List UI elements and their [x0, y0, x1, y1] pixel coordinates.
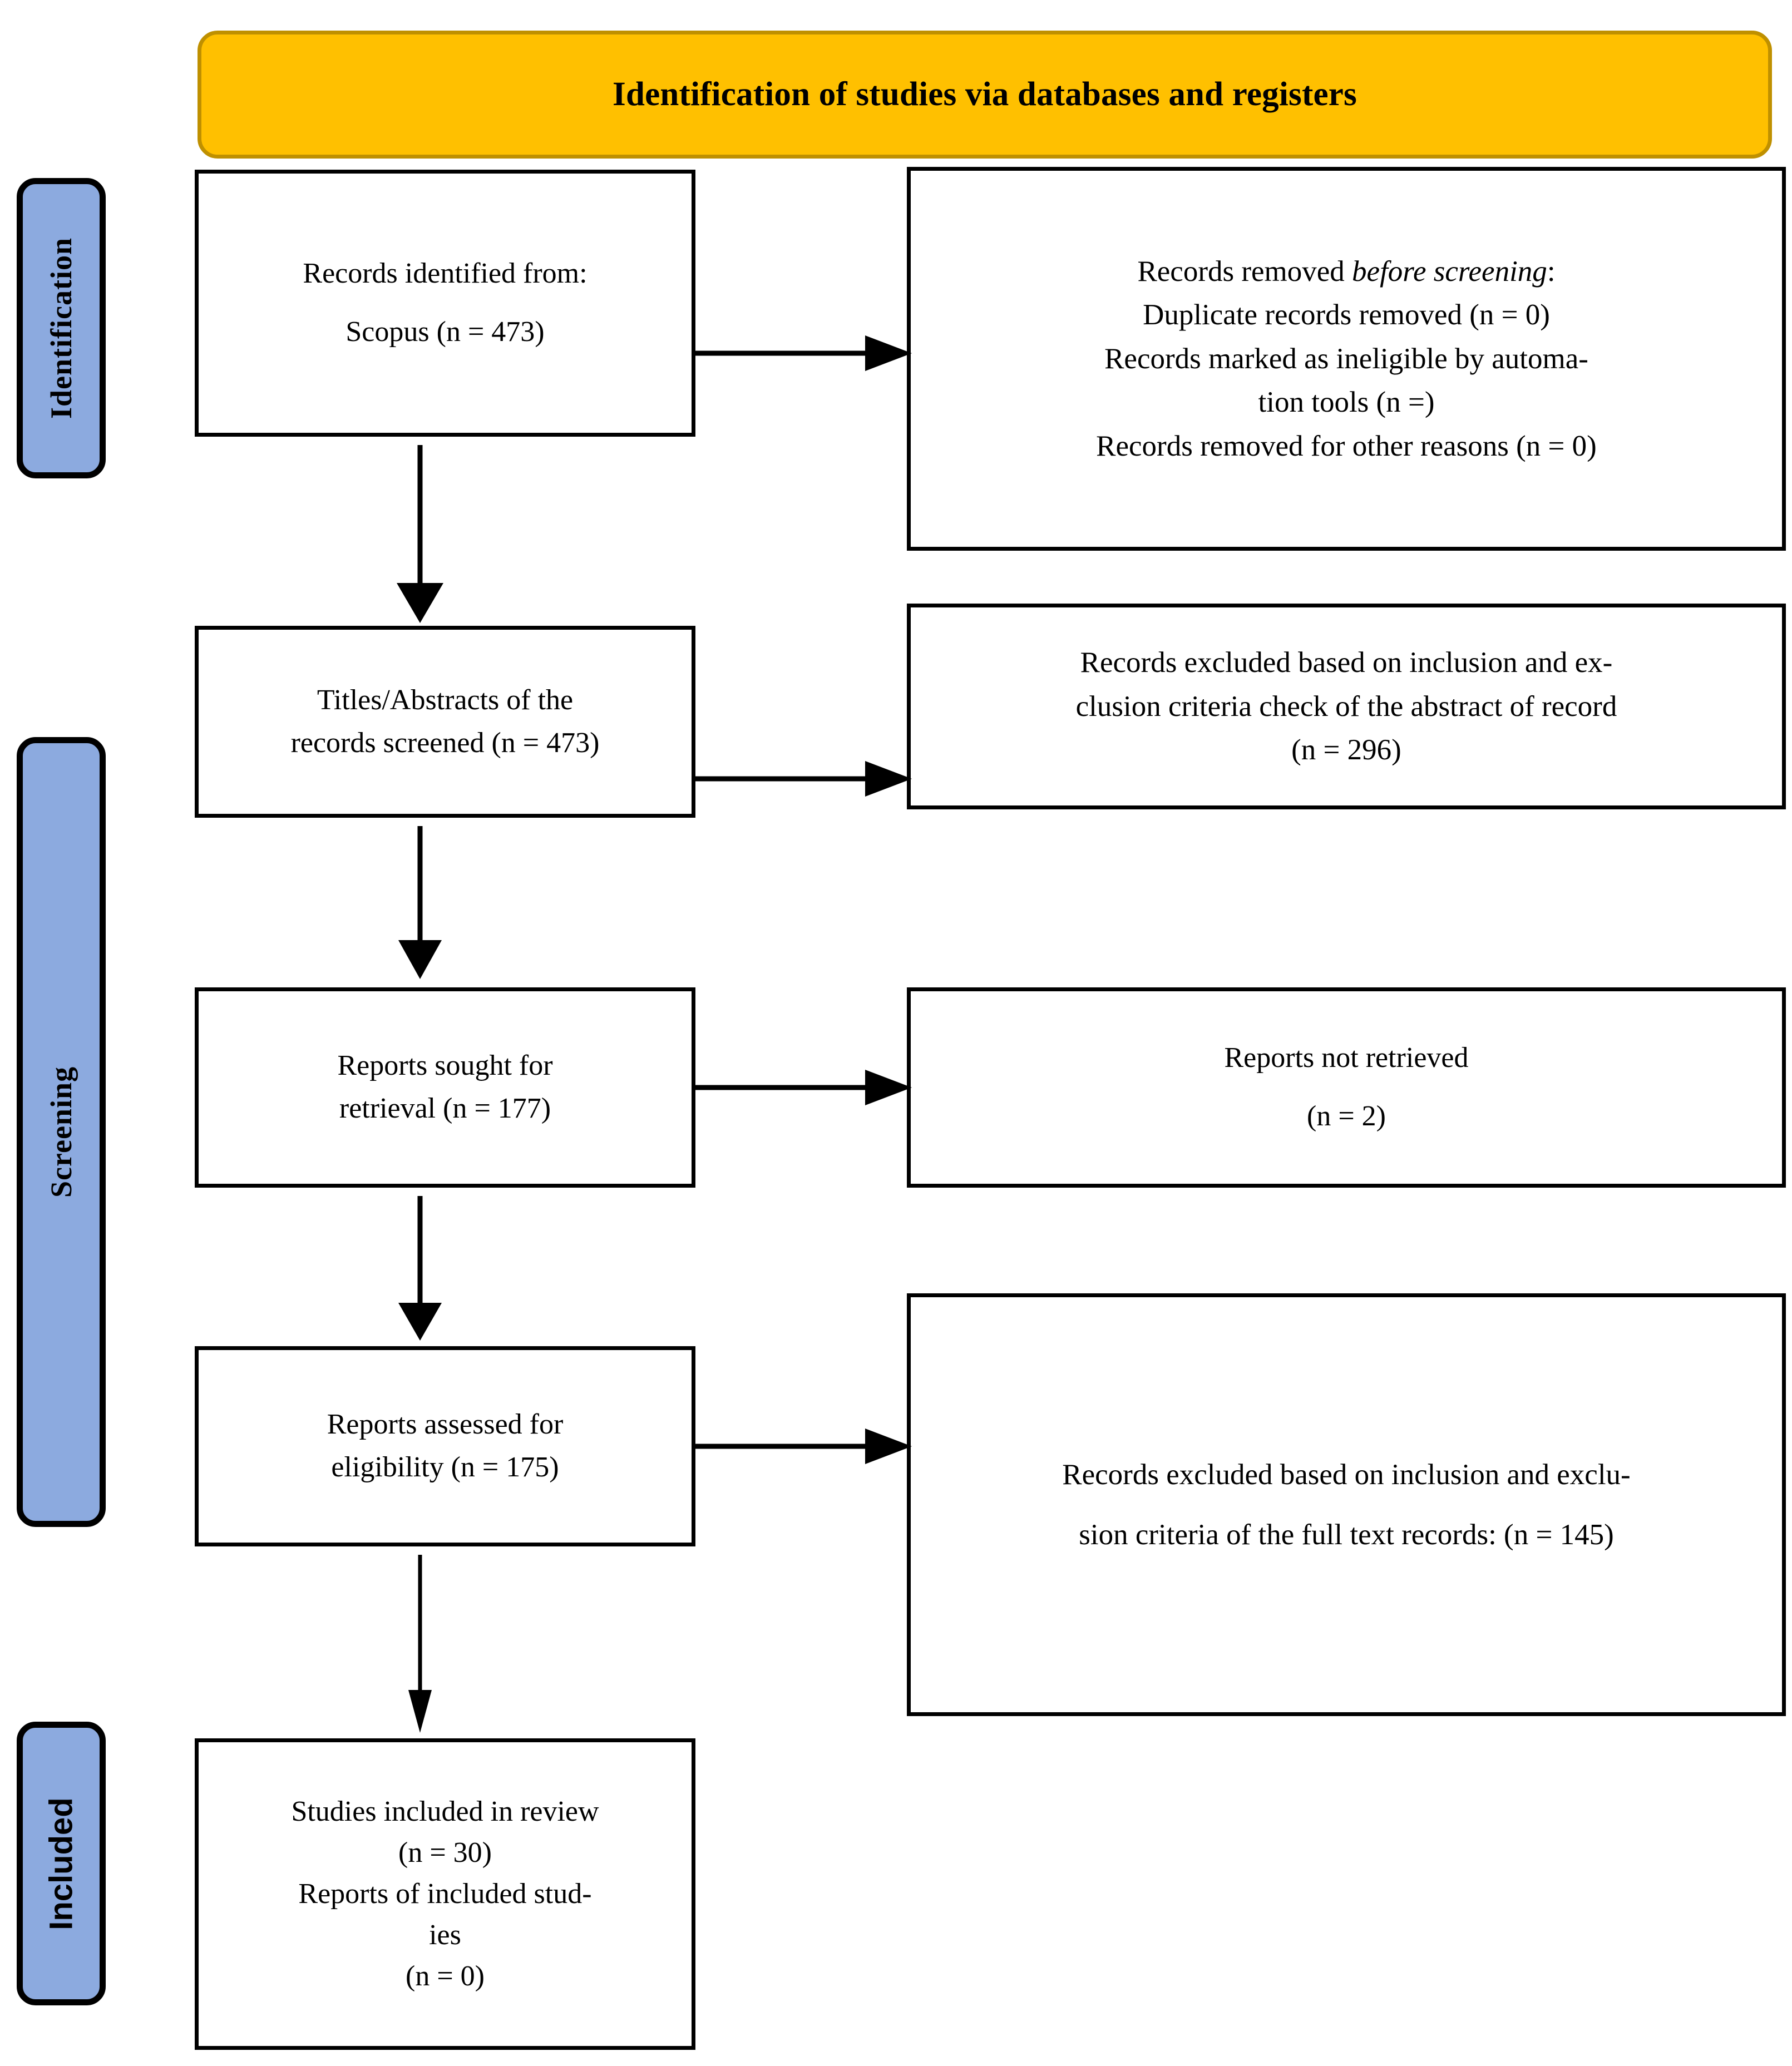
- records-removed-line-3: Records marked as ineligible by automa-: [1104, 342, 1588, 375]
- arrow-down-assessed-to-included: [389, 1555, 451, 1733]
- excluded-fulltext-line-2: sion criteria of the full text records: …: [1079, 1518, 1614, 1551]
- phase-label-identification: Identification: [17, 178, 106, 478]
- box-reports-not-retrieved-text: Reports not retrieved (n = 2): [924, 1037, 1769, 1139]
- reports-sought-line-2: retrieval (n = 177): [339, 1093, 551, 1124]
- box-records-excluded-full-text-text: Records excluded based on inclusion and …: [924, 1453, 1769, 1556]
- studies-included-line-3: Reports of included stud-: [298, 1878, 592, 1910]
- box-studies-included-text: Studies included in review (n = 30) Repo…: [212, 1791, 678, 1996]
- arrow-right-identified-to-removed: [693, 331, 915, 375]
- phase-label-included-text: Included: [43, 1797, 80, 1930]
- excluded-fulltext-line-1: Records excluded based on inclusion and …: [1062, 1458, 1631, 1491]
- records-removed-line-1-emphasis: before screening: [1352, 255, 1547, 288]
- records-removed-line-2: Duplicate records removed (n = 0): [1143, 299, 1550, 332]
- reports-assessed-line-2: eligibility (n = 175): [331, 1451, 559, 1483]
- box-records-screened: Titles/Abstracts of the records screened…: [195, 626, 695, 818]
- arrow-right-sought-to-not-retrieved: [693, 1065, 915, 1110]
- box-reports-sought-for-retrieval: Reports sought for retrieval (n = 177): [195, 987, 695, 1188]
- arrow-right-screened-to-excluded-abstract: [693, 757, 915, 801]
- spacer: [924, 1496, 1769, 1513]
- box-records-identified-text: Records identified from: Scopus (n = 473…: [212, 253, 678, 354]
- reports-assessed-line-1: Reports assessed for: [327, 1408, 564, 1441]
- studies-included-line-2: (n = 30): [398, 1837, 492, 1869]
- records-identified-line-2: Scopus (n = 473): [345, 316, 545, 348]
- arrow-down-screened-to-sought: [389, 826, 451, 979]
- spacer: [212, 295, 678, 312]
- reports-not-retrieved-line-2: (n = 2): [1307, 1100, 1386, 1133]
- box-records-screened-text: Titles/Abstracts of the records screened…: [212, 679, 678, 765]
- records-removed-line-5: Records removed for other reasons (n = 0…: [1096, 429, 1597, 462]
- records-identified-line-1: Records identified from:: [303, 257, 588, 289]
- arrow-down-identified-to-screened: [389, 445, 451, 623]
- arrow-down-sought-to-assessed: [389, 1196, 451, 1341]
- box-records-identified: Records identified from: Scopus (n = 473…: [195, 170, 695, 437]
- studies-included-line-4: ies: [429, 1919, 461, 1951]
- phase-label-screening: Screening: [17, 737, 106, 1527]
- page-title: Identification of studies via databases …: [613, 76, 1357, 113]
- box-records-excluded-abstract-text: Records excluded based on inclusion and …: [924, 641, 1769, 772]
- box-reports-sought-text: Reports sought for retrieval (n = 177): [212, 1045, 678, 1130]
- arrow-right-assessed-to-excluded-fulltext: [693, 1424, 915, 1469]
- box-records-removed-before-screening: Records removed before screening: Duplic…: [907, 167, 1786, 551]
- box-reports-not-retrieved: Reports not retrieved (n = 2): [907, 987, 1786, 1188]
- excluded-abstract-line-3: (n = 296): [1291, 734, 1401, 767]
- phase-label-screening-text: Screening: [45, 1066, 78, 1198]
- phase-label-identification-text: Identification: [45, 237, 78, 419]
- box-reports-assessed-text: Reports assessed for eligibility (n = 17…: [212, 1403, 678, 1489]
- records-screened-line-1: Titles/Abstracts of the: [317, 684, 574, 716]
- studies-included-line-1: Studies included in review: [291, 1796, 599, 1828]
- box-records-excluded-full-text: Records excluded based on inclusion and …: [907, 1293, 1786, 1716]
- records-removed-line-1: Records removed before screening:: [924, 250, 1769, 293]
- box-records-excluded-abstract: Records excluded based on inclusion and …: [907, 604, 1786, 809]
- records-removed-line-1-pre: Records removed: [1137, 255, 1352, 288]
- records-screened-line-2: records screened (n = 473): [290, 726, 600, 759]
- records-removed-line-1-post: :: [1547, 255, 1556, 288]
- excluded-abstract-line-1: Records excluded based on inclusion and …: [1080, 646, 1613, 679]
- phase-label-included: Included: [17, 1722, 106, 2005]
- box-records-removed-before-screening-text: Records removed before screening: Duplic…: [924, 250, 1769, 468]
- header-banner: Identification of studies via databases …: [198, 31, 1772, 159]
- spacer: [924, 1080, 1769, 1096]
- reports-sought-line-1: Reports sought for: [337, 1050, 553, 1082]
- reports-not-retrieved-line-1: Reports not retrieved: [1224, 1041, 1469, 1074]
- excluded-abstract-line-2: clusion criteria check of the abstract o…: [1075, 690, 1617, 723]
- box-studies-included-in-review: Studies included in review (n = 30) Repo…: [195, 1738, 695, 2050]
- box-reports-assessed-for-eligibility: Reports assessed for eligibility (n = 17…: [195, 1346, 695, 1546]
- studies-included-line-5: (n = 0): [406, 1960, 485, 1992]
- records-removed-line-4: tion tools (n =): [1258, 386, 1435, 419]
